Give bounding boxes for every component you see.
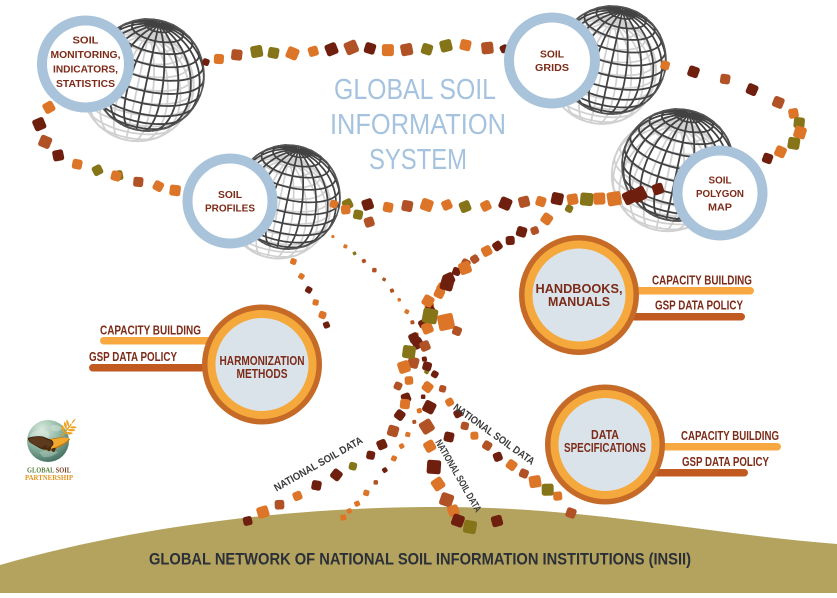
svg-text:SOIL: SOIL: [709, 174, 733, 186]
svg-text:CAPACITY BUILDING: CAPACITY BUILDING: [100, 323, 201, 338]
svg-text:POLYGON: POLYGON: [696, 188, 744, 200]
svg-text:PROFILES: PROFILES: [205, 203, 255, 215]
svg-text:STATISTICS: STATISTICS: [56, 78, 115, 90]
svg-text:INDICATORS,: INDICATORS,: [53, 63, 118, 75]
svg-text:GRIDS: GRIDS: [535, 62, 569, 74]
svg-text:GLOBAL SOIL: GLOBAL SOIL: [334, 74, 496, 106]
svg-text:HANDBOOKS,: HANDBOOKS,: [536, 282, 623, 296]
svg-text:GSP DATA POLICY: GSP DATA POLICY: [89, 349, 177, 364]
svg-text:DATA: DATA: [591, 428, 619, 442]
svg-text:MAP: MAP: [708, 201, 732, 213]
svg-text:CAPACITY BUILDING: CAPACITY BUILDING: [652, 273, 752, 288]
svg-text:MANUALS: MANUALS: [548, 295, 610, 309]
svg-text:SOIL: SOIL: [218, 189, 243, 201]
svg-text:GSP DATA POLICY: GSP DATA POLICY: [682, 454, 769, 469]
svg-text:PARTNERSHIP: PARTNERSHIP: [25, 473, 73, 482]
svg-text:MONITORING,: MONITORING,: [51, 49, 121, 61]
svg-text:SOIL: SOIL: [73, 35, 100, 47]
svg-text:SOIL: SOIL: [540, 49, 565, 61]
svg-text:CAPACITY BUILDING: CAPACITY BUILDING: [681, 428, 779, 443]
svg-text:HARMONIZATION: HARMONIZATION: [220, 354, 305, 368]
svg-text:SYSTEM: SYSTEM: [369, 144, 467, 176]
svg-text:INFORMATION: INFORMATION: [330, 109, 506, 141]
svg-text:SPECIFICATIONS: SPECIFICATIONS: [564, 441, 646, 455]
svg-text:GSP DATA POLICY: GSP DATA POLICY: [655, 298, 743, 313]
svg-text:GLOBAL NETWORK OF NATIONAL SOI: GLOBAL NETWORK OF NATIONAL SOIL INFORMAT…: [149, 550, 691, 569]
svg-text:GLOBAL SOIL: GLOBAL SOIL: [27, 466, 71, 475]
svg-text:METHODS: METHODS: [237, 367, 288, 381]
